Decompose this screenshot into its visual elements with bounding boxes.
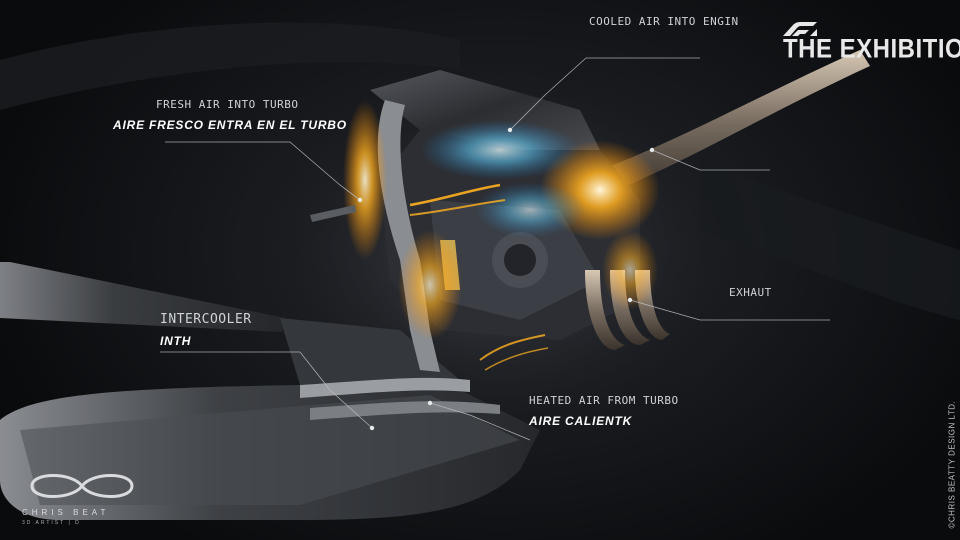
label-fresh-air-es: AIRE FRESCO ENTRA EN EL TURBO	[113, 118, 347, 132]
label-heated-air-en: HEATED AIR FROM TURBO	[529, 394, 679, 407]
artist-name: CHRIS BEAT	[22, 508, 110, 517]
brand-logo: THE EXHIBITION	[783, 22, 960, 70]
copyright-text: ©CHRIS BEATTY DESIGN LTD.	[947, 400, 957, 529]
f1-logo-icon	[783, 22, 817, 36]
label-fresh-air-en: FRESH AIR INTO TURBO	[156, 98, 299, 111]
label-exhaust: EXHAUT	[729, 286, 772, 299]
artist-logo: CHRIS BEAT 3D ARTIST | D	[22, 468, 142, 532]
label-intercooler-en: INTERCOOLER	[160, 312, 252, 327]
label-heated-air-es: AIRE CALIENTK	[529, 414, 633, 428]
exhibition-title: THE EXHIBITION	[783, 34, 960, 65]
copyright-notice: ©CHRIS BEATTY DESIGN LTD.	[946, 400, 958, 530]
label-intercooler-es: INTH	[160, 334, 192, 348]
label-cooled-air: COOLED AIR INTO ENGIN	[589, 15, 739, 28]
artist-subtitle: 3D ARTIST | D	[22, 520, 81, 526]
infinity-mark-icon	[30, 474, 134, 498]
